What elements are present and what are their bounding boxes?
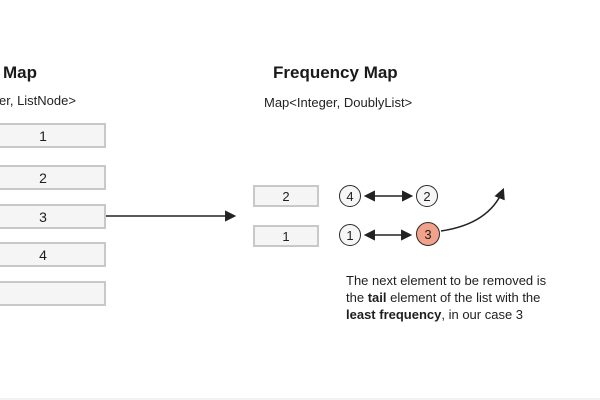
frequency-key-1: 1 [253, 225, 319, 247]
eviction-note-line2: the tail element of the list with the [346, 290, 541, 305]
left-map-key-1: 1 [0, 123, 106, 148]
eviction-note-line3: least frequency, in our case 3 [346, 307, 524, 322]
list-node-4: 4 [339, 185, 361, 207]
frequency-key-2: 2 [253, 185, 319, 207]
eviction-note: The next element to be removed is the ta… [346, 272, 571, 323]
list-node-2: 2 [416, 185, 438, 207]
left-map-key-2: 2 [0, 165, 106, 190]
list-node-3-highlighted: 3 [416, 222, 440, 246]
bottom-hairline [0, 398, 600, 400]
left-map-key-empty [0, 281, 106, 306]
eviction-note-line1: The next element to be removed is [346, 273, 547, 288]
eviction-curved-arrow [440, 187, 505, 232]
left-map-title: Map [3, 63, 37, 82]
list-node-1: 1 [339, 224, 361, 246]
left-map-subtitle: er, ListNode> [0, 93, 76, 108]
left-map-key-4: 4 [0, 242, 106, 267]
frequency-map-title: Frequency Map [273, 63, 398, 82]
frequency-map-subtitle: Map<Integer, DoublyList> [264, 95, 413, 110]
left-map-key-3: 3 [0, 204, 106, 229]
